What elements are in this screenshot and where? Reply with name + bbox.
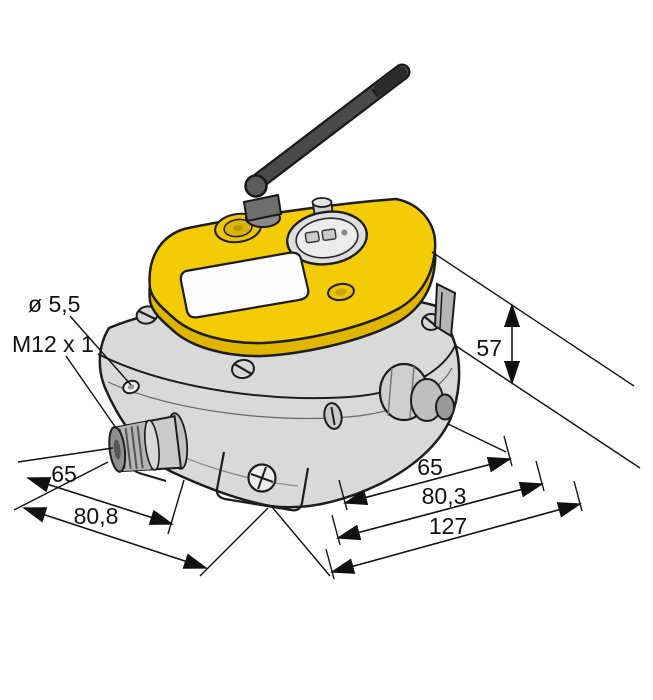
antenna-mount bbox=[242, 193, 283, 223]
screw-slot bbox=[138, 310, 156, 320]
dim-label-hole-diameter: ø 5,5 bbox=[28, 291, 80, 317]
extension-line bbox=[199, 507, 269, 577]
small-plug bbox=[327, 282, 355, 302]
extension-tick bbox=[325, 548, 335, 580]
connector-collar bbox=[144, 419, 160, 471]
lcd-window bbox=[179, 251, 310, 319]
m12-connector bbox=[108, 412, 189, 473]
corner-clip bbox=[433, 282, 457, 338]
dim-label-width-total: 80,8 bbox=[74, 503, 119, 529]
antenna-tip bbox=[373, 66, 408, 96]
mounting-hole bbox=[122, 379, 140, 395]
dim-label-thread-size: M12 x 1 bbox=[12, 331, 94, 357]
dim-hole-diameter: ø 5,5 bbox=[28, 291, 132, 386]
cable-gland bbox=[378, 362, 455, 422]
extension-line bbox=[13, 461, 109, 511]
dim-depth-total: 127 bbox=[271, 480, 583, 580]
leader-line bbox=[447, 423, 507, 453]
config-window bbox=[286, 210, 368, 266]
breather-slot bbox=[323, 402, 343, 430]
extension-line bbox=[431, 251, 635, 387]
housing-top bbox=[148, 197, 437, 358]
dim-label-height: 57 bbox=[476, 335, 502, 361]
dim-height: 57 bbox=[431, 251, 641, 469]
extension-line bbox=[17, 447, 114, 463]
dim-width-total: 80,8 bbox=[13, 461, 269, 577]
dimension-line bbox=[330, 502, 582, 574]
led-icon bbox=[341, 229, 348, 236]
leader-line bbox=[65, 355, 117, 429]
extension-line bbox=[455, 345, 641, 469]
dimension-line bbox=[22, 507, 208, 569]
leader-line bbox=[69, 315, 132, 386]
dim-thread-size: M12 x 1 bbox=[12, 331, 117, 429]
mounting-foot-front bbox=[215, 451, 310, 512]
dim-label-depth-inner: 65 bbox=[417, 454, 443, 480]
dial-icon bbox=[304, 230, 320, 244]
antenna bbox=[242, 63, 411, 228]
extension-line bbox=[271, 506, 331, 577]
dim-label-depth-mid: 80,3 bbox=[422, 483, 467, 509]
dim-label-depth-total: 127 bbox=[429, 513, 467, 539]
antenna-segment-line bbox=[371, 88, 379, 98]
cross-slot bbox=[257, 466, 267, 490]
flange-screw-front bbox=[231, 358, 255, 380]
device bbox=[97, 63, 461, 512]
dim-label-width-inner: 65 bbox=[51, 461, 77, 487]
antenna-hinge bbox=[244, 174, 268, 198]
housing-seam-line bbox=[97, 343, 457, 400]
dial-icon bbox=[321, 228, 337, 242]
screw-slot bbox=[234, 363, 252, 375]
